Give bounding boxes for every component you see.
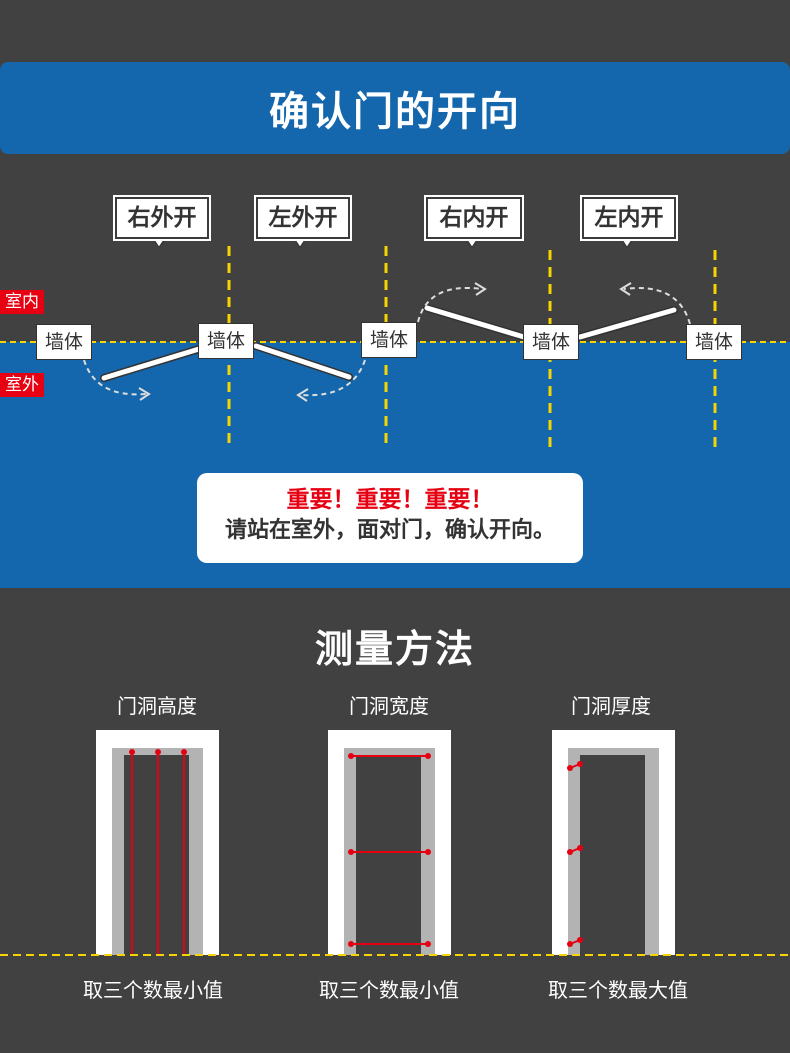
wall-block: 墙体 [523,324,579,360]
door-label-height: 门洞高度 [117,694,197,718]
door-frame-thickness [552,730,675,955]
arrow-head [619,282,632,296]
door-leaf [253,343,352,380]
callout-right-outward: 右外开 [115,197,209,239]
callout-right-inward: 右内开 [426,197,522,239]
swing-arc [83,359,147,396]
door-leaf [101,346,202,381]
door-direction-diagram [0,235,790,452]
measure-point [181,749,187,755]
door-frame-height [96,730,219,955]
arrow-head [138,387,151,401]
important-notice: 重要！重要！重要！ 请站在室外，面对门，确认开向。 [197,473,583,563]
indoor-tag: 室内 [0,290,44,314]
title-banner: 确认门的开向 [0,62,790,154]
arrow-head [296,388,309,402]
note-width: 取三个数最小值 [319,978,459,1002]
door-leaf [424,305,527,340]
door-leaf [577,307,677,340]
swing-arc [417,287,483,323]
measure-point [155,749,161,755]
arrow-head [474,282,487,296]
section-title-measure: 测量方法 [314,627,475,671]
wall-block: 墙体 [686,324,742,360]
callout-left-inward: 左内开 [582,197,676,239]
outdoor-tag: 室外 [0,373,44,397]
swing-arc [301,359,366,397]
door-frame-width [328,730,451,955]
wall-block: 墙体 [361,322,417,358]
swing-arc [623,287,691,325]
notice-warning: 重要！重要！重要！ [286,487,494,513]
door-label-thickness: 门洞厚度 [571,694,651,718]
door-measure-diagrams [0,730,790,956]
note-height: 取三个数最小值 [83,978,223,1002]
section-title-door-direction: 确认门的开向 [269,89,521,135]
notice-instruction: 请站在室外，面对门，确认开向。 [224,518,555,543]
note-thickness: 取三个数最大值 [548,978,688,1002]
wall-block: 墙体 [198,323,254,359]
door-label-width: 门洞宽度 [349,694,429,718]
measure-point [129,749,135,755]
wall-block: 墙体 [36,324,92,360]
callout-left-outward: 左外开 [256,197,350,239]
